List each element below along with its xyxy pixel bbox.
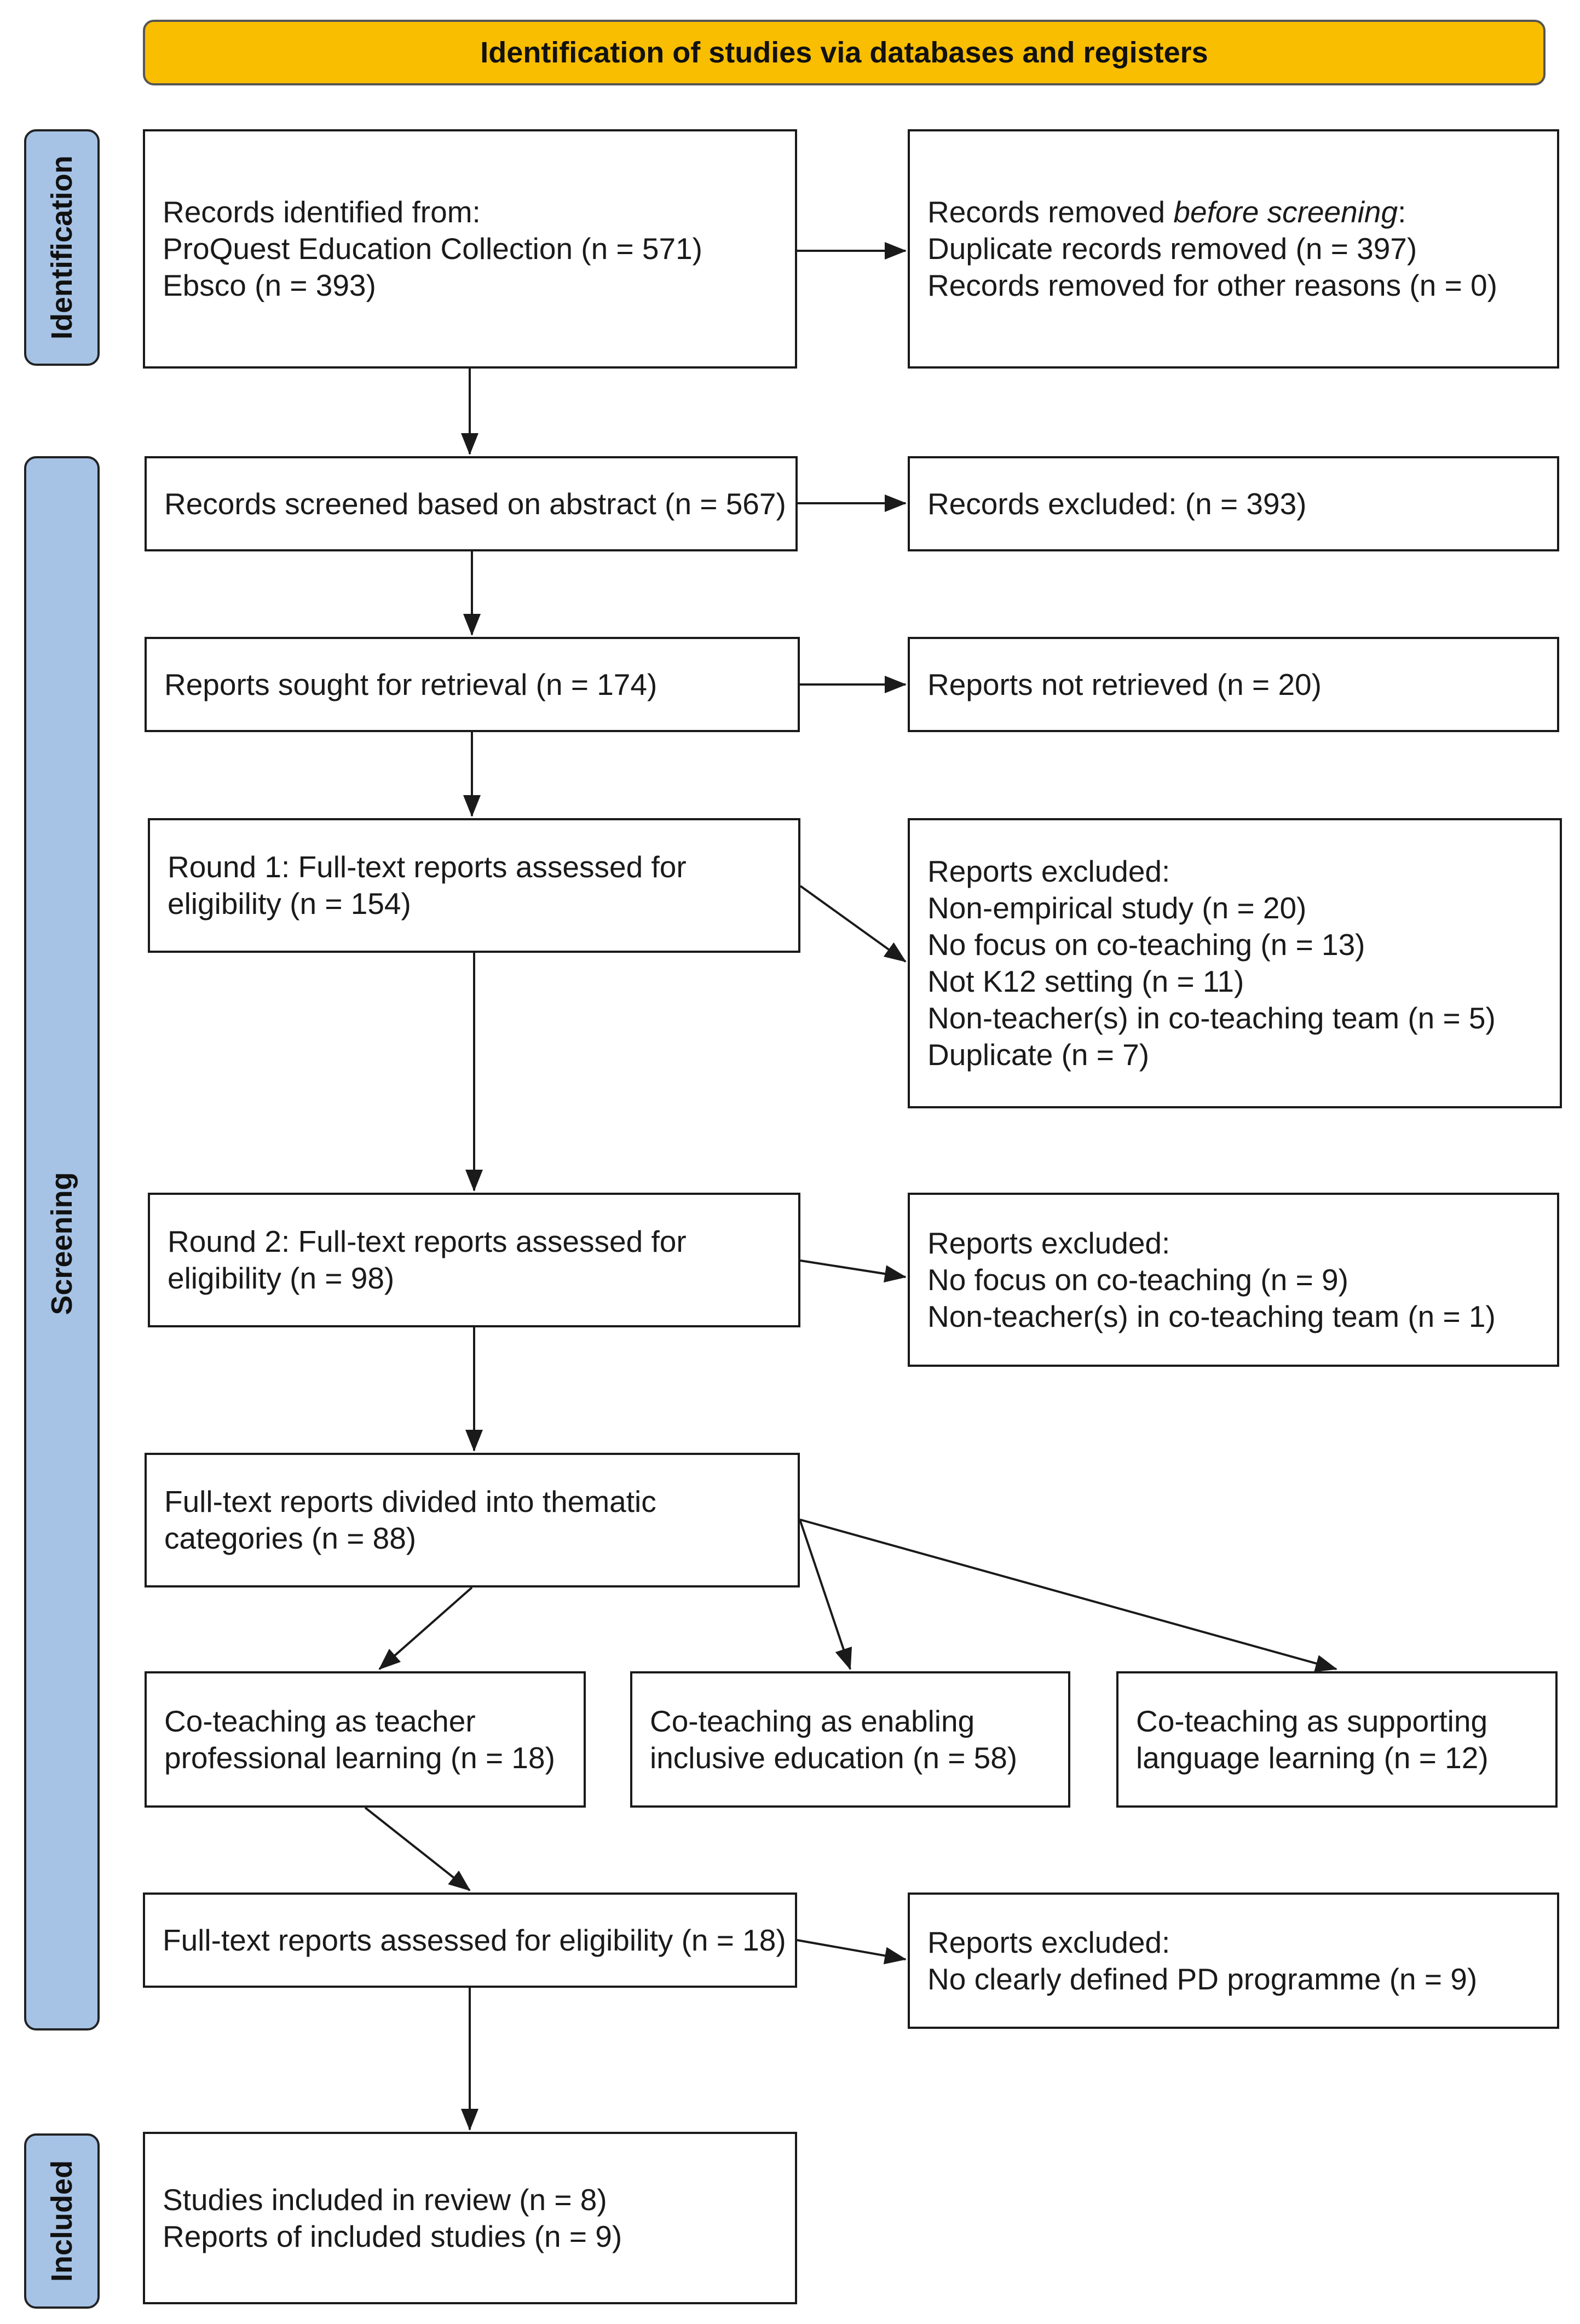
round1-excluded-duplicate: Duplicate (n = 7) [927,1038,1150,1072]
records-identified-proquest: ProQuest Education Collection (n = 571) [163,232,702,266]
thematic-box: Full-text reports divided into thematic … [145,1453,800,1587]
arrow-thematic-to-language [799,1518,1337,1672]
reports-sought-text: Reports sought for retrieval (n = 174) [164,667,658,701]
records-identified-box: Records identified from: ProQuest Educat… [143,129,797,369]
reports-not-retrieved-text: Reports not retrieved (n = 20) [927,667,1322,701]
round1-excluded-box: Reports excluded: Non-empirical study (n… [908,818,1562,1108]
records-removed-heading: Records removed before screening: [927,194,1557,231]
round1-box: Round 1: Full-text reports assessed for … [148,818,800,953]
category-professional-box: Co-teaching as teacher professional lear… [145,1671,586,1808]
records-excluded-text: Records excluded: (n = 393) [927,486,1307,521]
round2-excluded-box: Reports excluded: No focus on co-teachin… [908,1193,1559,1367]
arrow-professional-to-final [364,1807,471,1891]
round2-excluded-heading: Reports excluded: [927,1226,1170,1260]
final-excluded-nopd: No clearly defined PD programme (n = 9) [927,1961,1478,1996]
round1-line-1: Round 1: Full-text reports assessed for [168,850,687,884]
header-title: Identification of studies via databases … [480,36,1208,69]
round1-excluded-heading: Reports excluded: [927,854,1170,888]
reports-not-retrieved-box: Reports not retrieved (n = 20) [908,637,1559,732]
records-screened-text: Records screened based on abstract (n = … [164,486,786,521]
round2-excluded-nofocus: No focus on co-teaching (n = 9) [927,1262,1348,1297]
thematic-line-2: categories (n = 88) [164,1521,417,1555]
included-reports: Reports of included studies (n = 9) [163,2219,622,2253]
round2-line-2: eligibility (n = 98) [168,1261,395,1295]
records-removed-other: Records removed for other reasons (n = 0… [927,268,1497,302]
records-excluded-box: Records excluded: (n = 393) [908,456,1559,551]
category-language-line-1: Co-teaching as supporting [1136,1704,1488,1738]
category-language-box: Co-teaching as supporting language learn… [1116,1671,1558,1808]
category-inclusive-box: Co-teaching as enabling inclusive educat… [630,1671,1070,1808]
round2-box: Round 2: Full-text reports assessed for … [148,1193,800,1327]
arrow-thematic-to-professional [378,1586,473,1670]
final-assessed-text: Full-text reports assessed for eligibili… [163,1923,786,1957]
final-excluded-box: Reports excluded: No clearly defined PD … [908,1892,1559,2029]
arrow-thematic-to-inclusive [799,1519,852,1670]
records-removed-box: Records removed before screening: Duplic… [908,129,1559,369]
category-professional-line-1: Co-teaching as teacher [164,1704,476,1738]
included-studies: Studies included in review (n = 8) [163,2182,607,2217]
records-removed-prefix: Records removed [927,195,1174,229]
final-excluded-heading: Reports excluded: [927,1925,1170,1959]
records-removed-emphasis: before screening [1173,195,1398,229]
round2-line-1: Round 2: Full-text reports assessed for [168,1224,687,1258]
records-removed-suffix: : [1398,195,1406,229]
final-assessed-box: Full-text reports assessed for eligibili… [143,1892,797,1988]
arrow-final-to-excluded [797,1939,907,1965]
records-screened-box: Records screened based on abstract (n = … [145,456,798,551]
category-inclusive-line-1: Co-teaching as enabling [650,1704,975,1738]
category-language-line-2: language learning (n = 12) [1136,1740,1489,1775]
header-banner: Identification of studies via databases … [143,20,1546,85]
reports-sought-box: Reports sought for retrieval (n = 174) [145,637,800,732]
records-identified-ebsco: Ebsco (n = 393) [163,268,376,302]
round1-excluded-nonteachers: Non-teacher(s) in co-teaching team (n = … [927,1001,1496,1035]
round2-excluded-nonteachers: Non-teacher(s) in co-teaching team (n = … [927,1299,1496,1333]
round1-excluded-notk12: Not K12 setting (n = 11) [927,964,1244,998]
round1-excluded-nonempirical: Non-empirical study (n = 20) [927,891,1307,925]
phase-included: Included [24,2133,100,2309]
round1-excluded-nofocus: No focus on co-teaching (n = 13) [927,928,1365,962]
included-box: Studies included in review (n = 8) Repor… [143,2132,797,2304]
arrow-round2-to-excluded [800,1259,907,1282]
category-inclusive-line-2: inclusive education (n = 58) [650,1740,1018,1775]
round1-line-2: eligibility (n = 154) [168,887,411,921]
records-removed-duplicates: Duplicate records removed (n = 397) [927,232,1417,266]
arrow-round1-to-excluded [799,885,907,963]
records-identified-heading: Records identified from: [163,195,481,229]
phase-identification: Identification [24,129,100,366]
phase-screening: Screening [24,456,100,2030]
thematic-line-1: Full-text reports divided into thematic [164,1485,656,1518]
category-professional-line-2: professional learning (n = 18) [164,1740,555,1775]
